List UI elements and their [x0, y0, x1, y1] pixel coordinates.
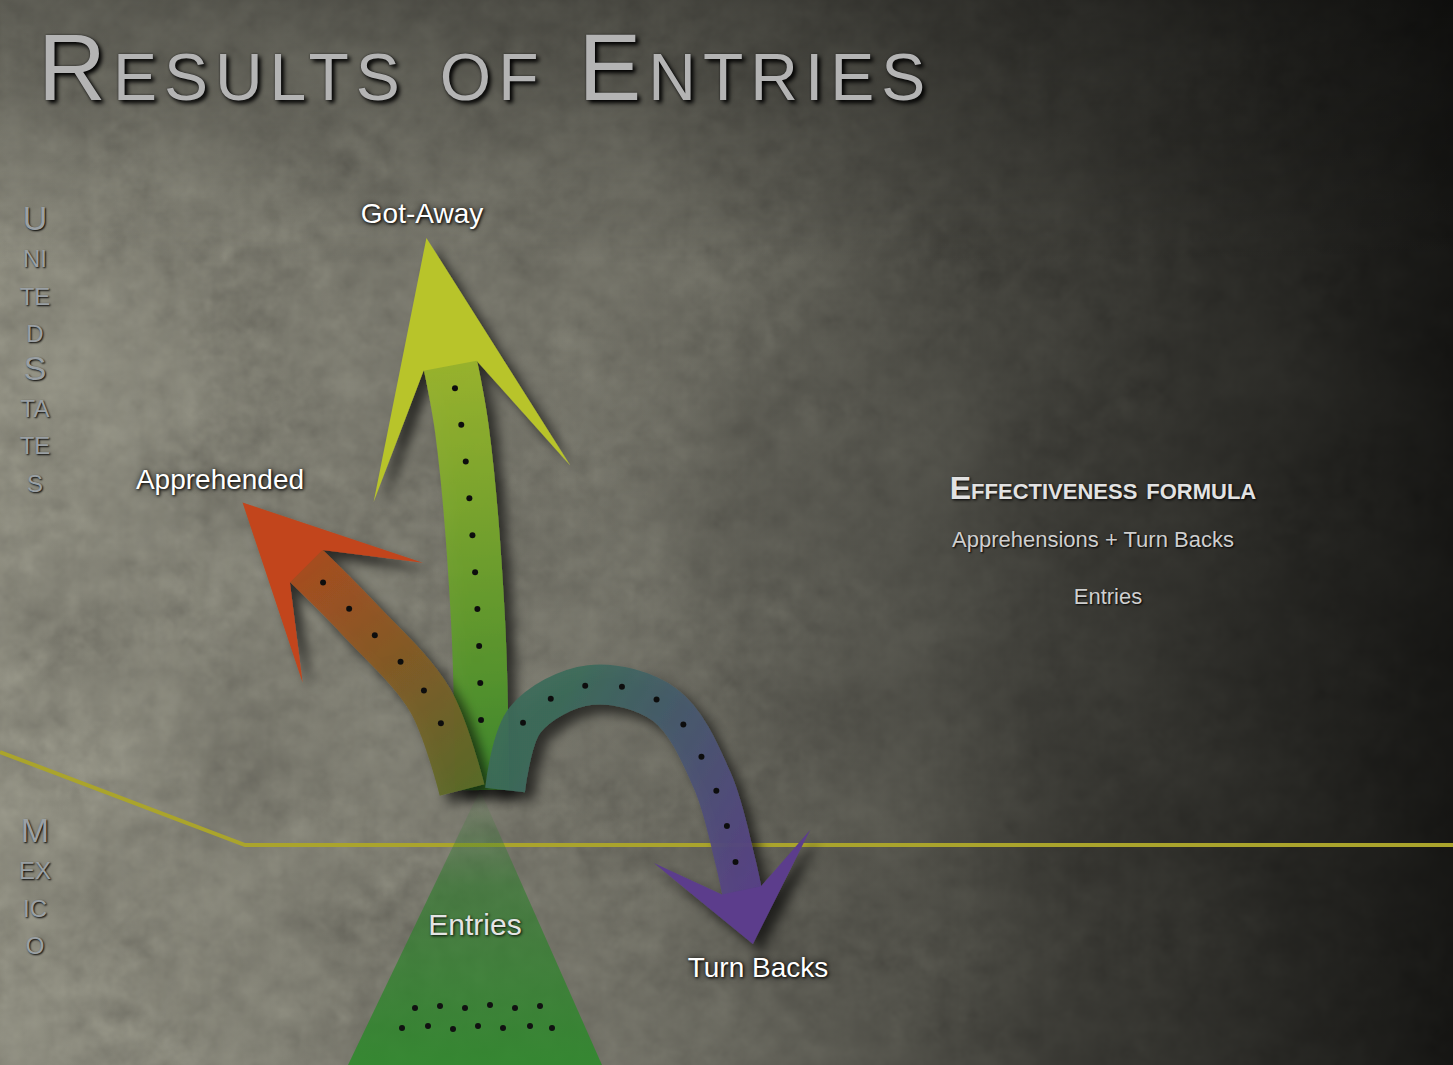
crosser-dot: [320, 579, 326, 585]
fraction-bar: [873, 566, 1345, 569]
flow-arrow: [505, 683, 810, 944]
crosser-dot: [463, 459, 469, 465]
country-name: Mexico: [18, 812, 52, 962]
crosser-dot: [654, 697, 660, 703]
flow-arrow: [243, 503, 462, 790]
formula-title: Effectiveness formula: [950, 470, 1256, 507]
crosser-dot: [548, 696, 554, 702]
crosser-dot: [680, 722, 686, 728]
arrow-head: [243, 503, 423, 683]
outcome-label: Turn Backs: [682, 949, 835, 987]
crosser-dot: [537, 1003, 543, 1009]
crosser-dot: [438, 720, 444, 726]
outcome-label: Got-Away: [355, 195, 489, 233]
crosser-dot: [619, 684, 625, 690]
node-text: Got-Away: [361, 197, 483, 231]
node-text: Apprehended: [136, 463, 304, 497]
crosser-dot: [346, 606, 352, 612]
arrow-shaft: [505, 684, 745, 905]
country-name: United States: [18, 200, 52, 499]
page-title: Results of Entries: [38, 14, 932, 122]
crosser-dot: [372, 632, 378, 638]
crosser-dot: [500, 1025, 506, 1031]
crosser-dot: [713, 788, 719, 794]
crosser-dot: [452, 385, 458, 391]
crosser-dot: [450, 1026, 456, 1032]
crosser-dot: [477, 680, 483, 686]
crosser-dot: [462, 1005, 468, 1011]
crosser-dot: [527, 1023, 533, 1029]
crosser-dot: [399, 1025, 405, 1031]
outcome-label: Apprehended: [130, 461, 310, 499]
title-text: Results of Entries: [38, 14, 932, 122]
arrow-head: [374, 238, 571, 502]
crosser-dot: [458, 422, 464, 428]
crosser-dot: [475, 1023, 481, 1029]
node-text: Entries: [340, 790, 610, 943]
crosser-dot: [398, 659, 404, 665]
crosser-dot: [698, 754, 704, 760]
crosser-dot: [472, 569, 478, 575]
formula-denominator: Entries: [1074, 584, 1142, 610]
crosser-dot: [512, 1005, 518, 1011]
crosser-dot: [476, 643, 482, 649]
crosser-dot: [425, 1023, 431, 1029]
crosser-dot: [466, 495, 472, 501]
crosser-dot: [724, 823, 730, 829]
entries-wedge: Entries: [340, 790, 610, 1065]
crosser-dot: [412, 1005, 418, 1011]
crosser-dot: [469, 532, 475, 538]
crosser-dot: [421, 688, 427, 694]
crosser-dot: [487, 1002, 493, 1008]
crosser-dot: [437, 1003, 443, 1009]
formula-numerator: Apprehensions + Turn Backs: [952, 527, 1234, 553]
crosser-dot: [582, 683, 588, 689]
arrow-head: [654, 830, 810, 944]
node-text: Turn Backs: [688, 951, 829, 985]
crosser-dot: [549, 1025, 555, 1031]
crosser-dot: [478, 717, 484, 723]
crosser-dot: [520, 720, 526, 726]
crosser-dot: [474, 606, 480, 612]
crosser-dot: [733, 859, 739, 865]
arrow-shaft: [296, 556, 462, 790]
